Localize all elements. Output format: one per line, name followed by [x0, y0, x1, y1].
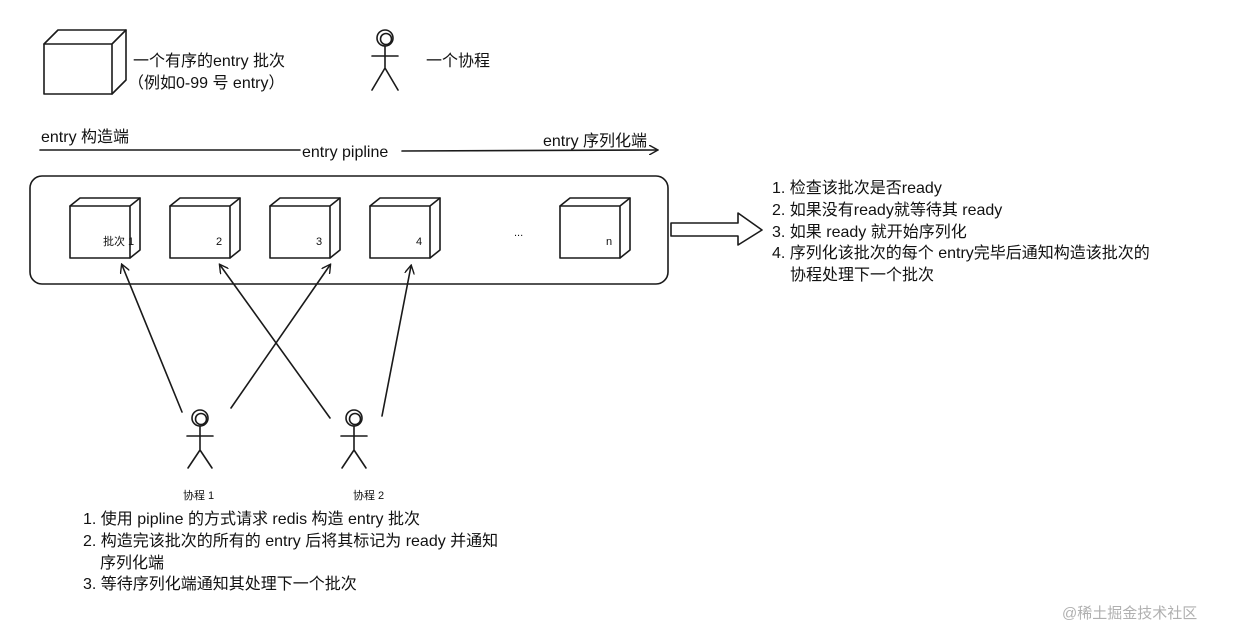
legend-batch-cube-icon	[43, 29, 127, 95]
legend-coroutine-label: 一个协程	[426, 52, 490, 70]
coroutine-2-label: 协程 2	[353, 488, 384, 502]
serializer-step-1: 1. 检查该批次是否ready	[772, 179, 942, 197]
serializer-step-4: 4. 序列化该批次的每个 entry完毕后通知构造该批次的	[772, 244, 1150, 262]
batch-label-4: 4	[416, 236, 422, 248]
legend-batch-label-line2: （例如0-99 号 entry）	[128, 74, 285, 92]
pipeline-center-label: entry pipline	[302, 144, 388, 161]
legend-batch-label-line1: 一个有序的entry 批次	[133, 52, 285, 70]
arrow-coroutine1-to-batch3	[230, 265, 330, 409]
batch-ellipsis: ...	[514, 227, 523, 239]
pipeline-arrow-right-segment	[401, 150, 657, 151]
pipeline-producer-label: entry 构造端	[41, 128, 129, 146]
batch-cube-4	[369, 197, 441, 259]
serializer-step-3: 3. 如果 ready 就开始序列化	[772, 223, 967, 241]
batch-cube-n	[559, 197, 631, 259]
batch-label-1: 批次 1	[103, 234, 134, 248]
builder-step-2-cont: 序列化端	[100, 554, 164, 572]
coroutine-2-person-icon	[340, 409, 368, 469]
batch-label-2: 2	[216, 236, 222, 248]
legend-coroutine-person-icon	[371, 29, 399, 91]
batch-label-3: 3	[316, 236, 322, 248]
pipeline-container	[29, 175, 669, 285]
batch-label-n: n	[606, 236, 612, 248]
batch-cube-3	[269, 197, 341, 259]
watermark: @稀土掘金技术社区	[1062, 605, 1197, 622]
coroutine-1-person-icon	[186, 409, 214, 469]
builder-step-2: 2. 构造完该批次的所有的 entry 后将其标记为 ready 并通知	[83, 532, 498, 550]
builder-step-3: 3. 等待序列化端通知其处理下一个批次	[83, 575, 357, 593]
batch-cube-1	[69, 197, 141, 259]
serializer-step-2: 2. 如果没有ready就等待其 ready	[772, 201, 1002, 219]
serializer-step-4-cont: 协程处理下一个批次	[790, 266, 934, 284]
arrow-coroutine2-to-batch4	[381, 266, 411, 417]
arrow-coroutine2-to-batch2	[220, 265, 331, 419]
builder-step-1: 1. 使用 pipline 的方式请求 redis 构造 entry 批次	[83, 510, 420, 528]
batch-cube-2	[169, 197, 241, 259]
coroutine-1-label: 协程 1	[183, 488, 214, 502]
serializer-output-arrow-icon	[670, 212, 763, 246]
pipeline-serializer-label: entry 序列化端	[543, 132, 647, 150]
arrow-coroutine1-to-batch1	[122, 265, 183, 413]
